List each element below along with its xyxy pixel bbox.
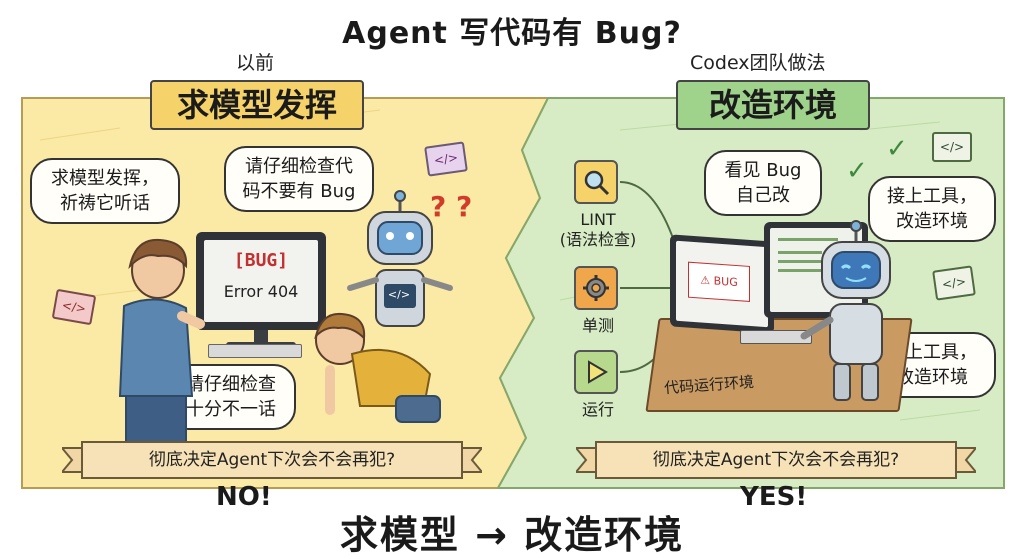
right-monitor-left-screen: ⚠ BUG xyxy=(676,240,768,328)
right-banner: 改造环境 xyxy=(676,80,870,130)
bubble-self-fix: 看见 Bug 自己改 xyxy=(704,150,822,216)
right-verdict: YES! xyxy=(740,482,808,512)
right-era-label: Codex团队做法 xyxy=(690,52,826,74)
right-ribbon-shape xyxy=(576,441,976,479)
left-era-label: 以前 xyxy=(236,52,275,74)
checkmark-icon: ✓ xyxy=(886,134,908,164)
happy-robot xyxy=(800,220,891,401)
page-title: Agent 写代码有 Bug? xyxy=(342,16,682,51)
bug-tag-text: [BUG] xyxy=(233,250,289,271)
despairing-person xyxy=(314,312,441,423)
left-monitor: [BUG] Error 404 xyxy=(196,232,326,330)
worried-robot xyxy=(347,190,453,327)
monitor-stand xyxy=(254,330,268,344)
left-verdict: NO! xyxy=(216,482,272,512)
code-tag-icon: </> xyxy=(932,132,972,162)
tool-label-unittest: 单测 xyxy=(581,316,614,335)
left-ribbon-shape xyxy=(62,441,482,479)
error-text: Error 404 xyxy=(223,282,299,301)
bottom-title: 求模型 → 改造环境 xyxy=(339,513,685,557)
checkmark-icon: ✓ xyxy=(846,156,868,186)
tool-label-lint: LINT (语法检查) xyxy=(559,210,637,249)
bubble-check-code: 请仔细检查代 码不要有 Bug xyxy=(224,146,374,212)
frustrated-person xyxy=(118,238,205,453)
left-monitor-screen: [BUG] Error 404 xyxy=(204,240,318,322)
question-marks: ? ? xyxy=(430,190,473,223)
right-monitor-left: ⚠ BUG xyxy=(670,234,774,334)
bug-alert-text: BUG xyxy=(713,274,738,290)
left-ribbon-text: 彻底决定Agent下次会不会再犯? xyxy=(148,450,396,470)
bubble-pray: 求模型发挥， 祈祷它听话 xyxy=(30,158,180,224)
robot-chip-label: </> xyxy=(387,288,411,301)
gear-icon xyxy=(574,266,618,310)
bug-alert: ⚠ BUG xyxy=(688,261,750,302)
code-tag-icon: </> xyxy=(932,265,976,301)
keyboard xyxy=(208,344,302,358)
code-tag-icon: </> xyxy=(424,141,468,177)
tool-label-run: 运行 xyxy=(581,400,614,419)
play-icon xyxy=(574,350,618,394)
right-ribbon-text: 彻底决定Agent下次会不会再犯? xyxy=(652,450,900,470)
keyboard xyxy=(740,330,812,344)
bubble-connect-tools-top: 接上工具， 改造环境 xyxy=(868,176,996,242)
left-banner: 求模型发挥 xyxy=(150,80,364,130)
magnifier-icon xyxy=(574,160,618,204)
